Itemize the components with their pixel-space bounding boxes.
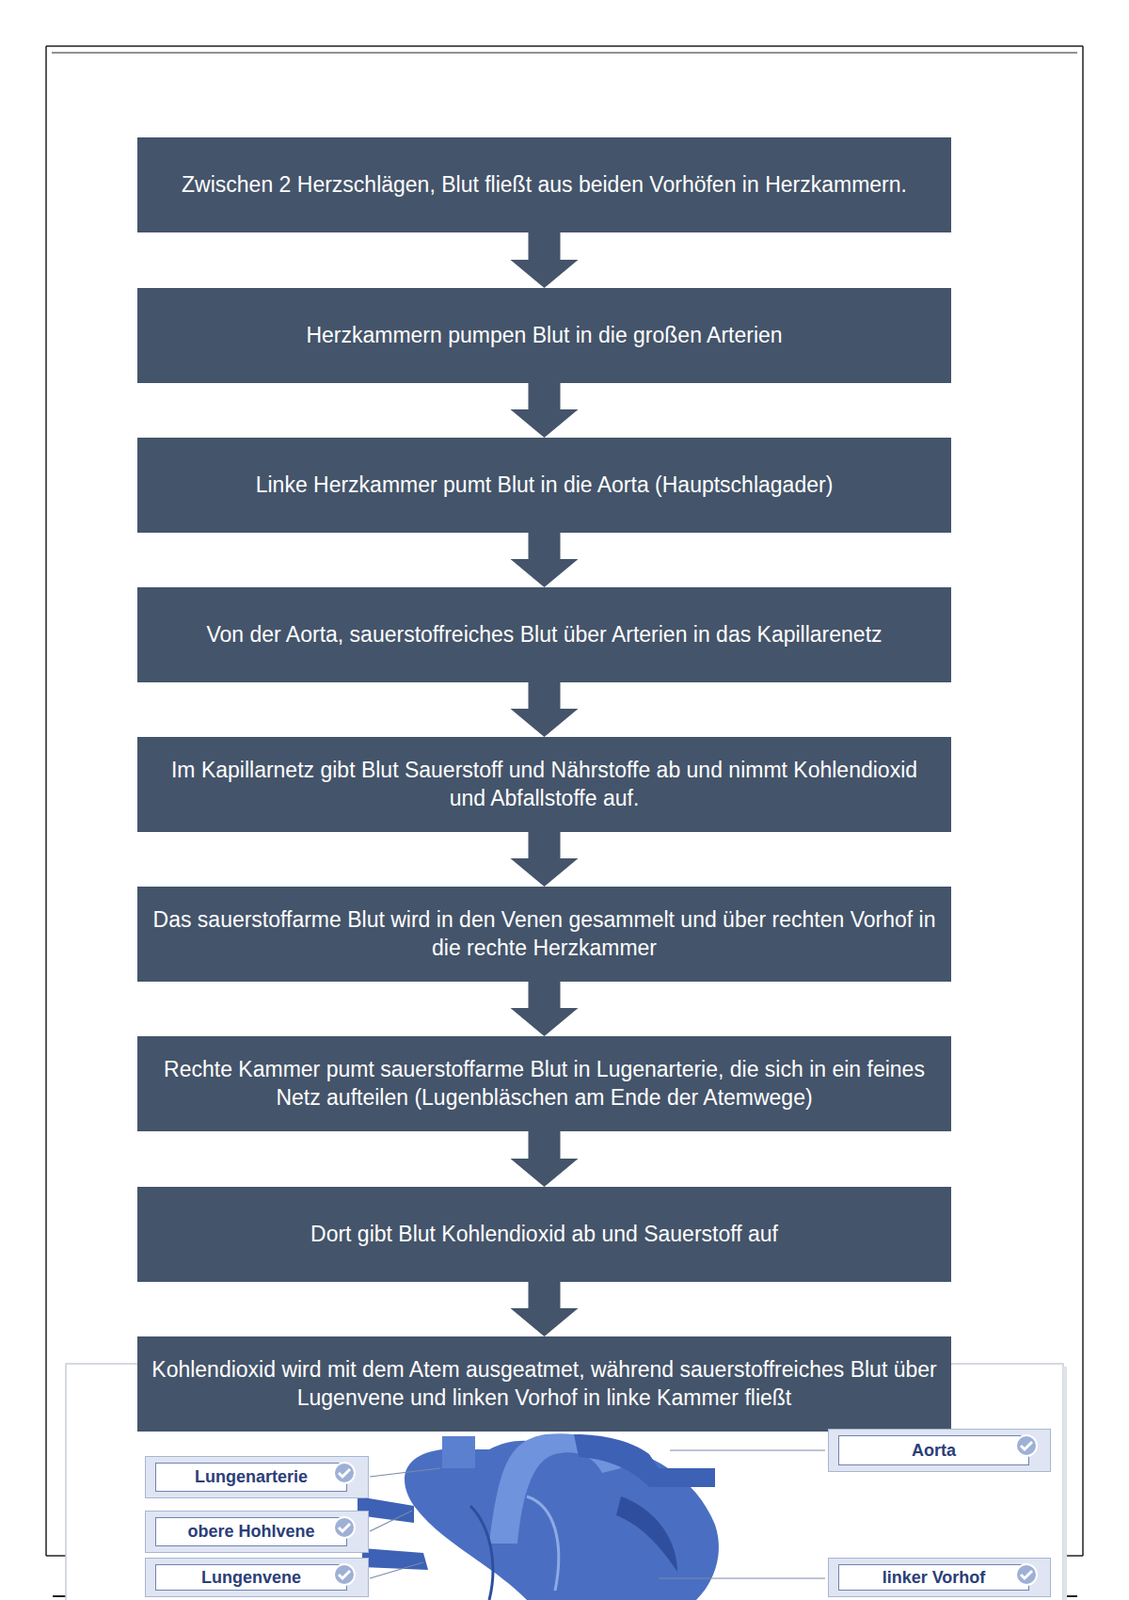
leader-line xyxy=(369,1449,826,1578)
label-tag: Aorta xyxy=(827,1428,1051,1472)
step-text: Kohlendioxid wird mit dem Atem ausgeatme… xyxy=(150,1355,939,1413)
check-icon xyxy=(332,1561,357,1587)
step-text: Dort gibt Blut Kohlendioxid ab und Sauer… xyxy=(310,1220,779,1249)
process-box: Dort gibt Blut Kohlendioxid ab und Sauer… xyxy=(137,1186,952,1282)
step-text: Linke Herzkammer pumt Blut in die Aorta … xyxy=(255,471,834,500)
label-field: Lungenarterie xyxy=(155,1462,348,1492)
process-box: Kohlendioxid wird mit dem Atem ausgeatme… xyxy=(137,1335,952,1432)
label-field: obere Hohlvene xyxy=(155,1516,348,1546)
check-icon xyxy=(332,1514,357,1540)
flow-arrow xyxy=(510,232,579,288)
step-text: Das sauerstoffarme Blut wird in den Vene… xyxy=(150,906,939,963)
label-tag: Lungenvene xyxy=(144,1557,369,1597)
check-icon xyxy=(332,1460,357,1485)
process-box: Linke Herzkammer pumt Blut in die Aorta … xyxy=(137,437,952,533)
check-icon xyxy=(1014,1432,1039,1458)
process-box: Von der Aorta, sauerstoffreiches Blut üb… xyxy=(137,587,952,683)
process-box: Im Kapillarnetz gibt Blut Sauerstoff und… xyxy=(137,736,952,832)
flow-arrow xyxy=(510,1281,579,1336)
part-name: obere Hohlvene xyxy=(187,1521,315,1542)
process-box: Rechte Kammer pumt sauerstoffarme Blut i… xyxy=(137,1035,952,1131)
flow-arrow xyxy=(510,382,579,438)
step-text: Rechte Kammer pumt sauerstoffarme Blut i… xyxy=(150,1055,939,1113)
step-text: Von der Aorta, sauerstoffreiches Blut üb… xyxy=(206,620,882,650)
page-frame xyxy=(46,46,1083,1596)
part-name: linker Vorhof xyxy=(882,1567,986,1588)
label-tag: linker Vorhof xyxy=(827,1557,1051,1597)
heart-illustration xyxy=(357,1432,719,1600)
part-name: Aorta xyxy=(911,1440,956,1461)
step-text: Im Kapillarnetz gibt Blut Sauerstoff und… xyxy=(150,756,939,813)
step-text: Herzkammern pumpen Blut in die großen Ar… xyxy=(305,321,782,350)
label-field: linker Vorhof xyxy=(838,1563,1030,1591)
step-text: Zwischen 2 Herzschlägen, Blut fließt aus… xyxy=(181,171,907,200)
part-name: Lungenarterie xyxy=(194,1466,308,1487)
label-tag: Lungenarterie xyxy=(144,1455,369,1498)
part-name: Lungenvene xyxy=(201,1567,302,1588)
check-icon xyxy=(1014,1561,1039,1587)
process-box: Das sauerstoffarme Blut wird in den Vene… xyxy=(137,886,952,982)
process-box: Zwischen 2 Herzschlägen, Blut fließt aus… xyxy=(137,137,952,233)
flow-arrow xyxy=(510,981,579,1036)
flow-arrow xyxy=(510,831,579,887)
flow-arrow xyxy=(510,1130,579,1187)
process-box: Herzkammern pumpen Blut in die großen Ar… xyxy=(137,287,952,383)
label-field: Lungenvene xyxy=(155,1563,348,1591)
flow-arrow xyxy=(510,682,579,737)
label-field: Aorta xyxy=(838,1434,1030,1465)
label-tag: obere Hohlvene xyxy=(144,1510,369,1553)
flow-arrow xyxy=(510,532,579,588)
